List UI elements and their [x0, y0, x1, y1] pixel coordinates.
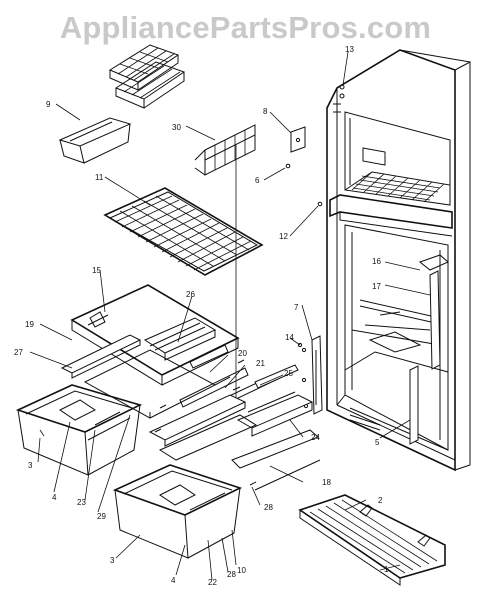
callout-22: 21 [256, 359, 265, 368]
callout-14: 13 [345, 45, 354, 54]
callout-13: 12 [279, 232, 288, 241]
callout-28b: 28 [264, 503, 273, 512]
part-crisper-drawer-upper [15, 384, 143, 476]
watermark: AppliancePartsPros.com [59, 10, 432, 45]
part-crisper-frame [60, 317, 231, 419]
callout-28: 27 [14, 348, 23, 357]
callout-16: 15 [92, 266, 101, 275]
callout-8: 7 [294, 303, 299, 312]
callout-24: 23 [77, 498, 86, 507]
part-kick-plate [298, 494, 446, 586]
callout-29: 28 [227, 570, 236, 579]
callout-15: 14 [285, 333, 294, 342]
callout-26: 25 [284, 369, 293, 378]
part-crisper-drawer-lower [112, 464, 243, 559]
part-freezer-shelf [103, 187, 264, 276]
callout-23: 22 [208, 578, 217, 587]
part-tray-rack [194, 124, 256, 176]
callout-27: 26 [186, 290, 195, 299]
callout-11: 10 [237, 566, 246, 575]
cabinet [301, 49, 471, 472]
callout-10: 9 [46, 100, 51, 109]
callout-2: 2 [378, 496, 383, 505]
leader-lines [29, 51, 431, 581]
callout-7: 6 [255, 176, 260, 185]
callout-4: 4 [52, 493, 57, 502]
callout-labels: 1 2 3 3 4 4 5 6 7 8 9 10 11 12 13 14 15 … [14, 45, 389, 587]
part-crisper-cover [70, 284, 240, 386]
part-lower-rails [148, 364, 321, 491]
callout-17: 16 [372, 257, 381, 266]
callout-18: 17 [372, 282, 381, 291]
callout-3b: 3 [110, 556, 115, 565]
callout-4b: 4 [171, 576, 176, 585]
callout-5: 5 [375, 438, 380, 447]
callout-31: 30 [172, 123, 181, 132]
callout-1: 1 [384, 565, 389, 574]
callout-9: 8 [263, 107, 268, 116]
callout-20: 19 [25, 320, 34, 329]
callout-30: 29 [97, 512, 106, 521]
callout-25: 24 [311, 433, 320, 442]
part-ice-bin [58, 117, 132, 164]
part-ice-tray [108, 44, 186, 109]
callout-3: 3 [28, 461, 33, 470]
callout-19: 18 [322, 478, 331, 487]
callout-21: 20 [238, 349, 247, 358]
callout-12: 11 [95, 173, 104, 182]
part-small-hardware [154, 126, 323, 486]
